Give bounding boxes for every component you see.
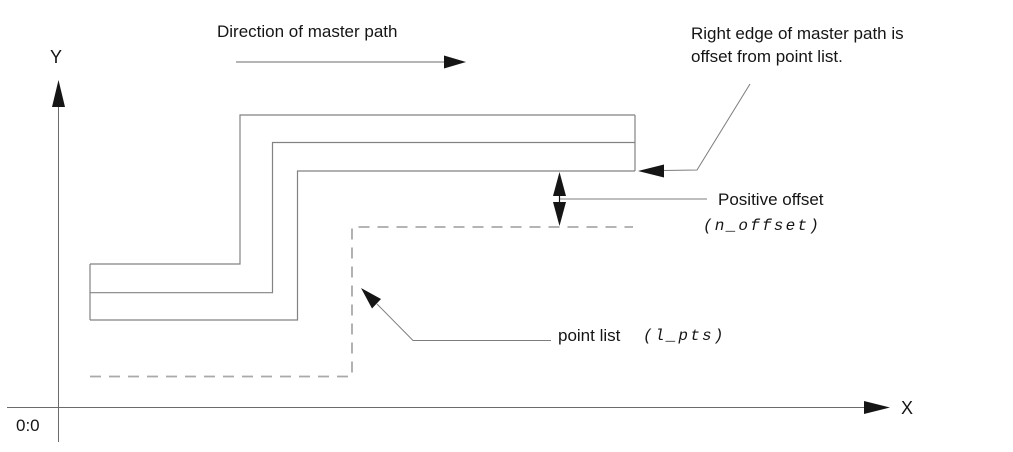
point-list-group (90, 226, 633, 378)
point-list-leader (376, 303, 551, 341)
origin-label: 0:0 (16, 416, 40, 435)
axes-group (7, 84, 866, 442)
direction-label: Direction of master path (217, 22, 397, 41)
y-axis-label: Y (50, 47, 62, 67)
y-axis-arrowhead-icon (52, 80, 65, 107)
point-list-label: point list (558, 326, 621, 345)
right-edge-leader (662, 83, 751, 171)
point-list-arrowhead-icon (361, 288, 381, 309)
right-edge-note-line1: Right edge of master path is (691, 24, 904, 43)
direction-arrowhead-icon (444, 55, 466, 69)
offset-arrowhead-up-icon (553, 172, 566, 196)
x-axis-label: X (901, 398, 913, 418)
point-list-code: (l_pts) (643, 327, 726, 345)
right-edge-leader-line (662, 83, 751, 171)
positive-offset-code: (n_offset) (703, 217, 821, 235)
positive-offset-label: Positive offset (718, 190, 824, 209)
offset-arrowhead-down-icon (553, 202, 566, 226)
right-edge-note-line2: offset from point list. (691, 47, 843, 66)
master-path-group (89, 114, 636, 321)
master-path-right-edge (90, 170, 635, 321)
offset-arrow (553, 172, 566, 226)
right-edge-arrowhead-icon (638, 164, 664, 178)
master-path-upper-edge (90, 114, 635, 265)
point-list-leader-line (376, 303, 551, 341)
point-list-dashed-path (90, 226, 633, 378)
x-axis-arrowhead-icon (864, 401, 890, 414)
master-path-center-line (90, 141, 635, 294)
